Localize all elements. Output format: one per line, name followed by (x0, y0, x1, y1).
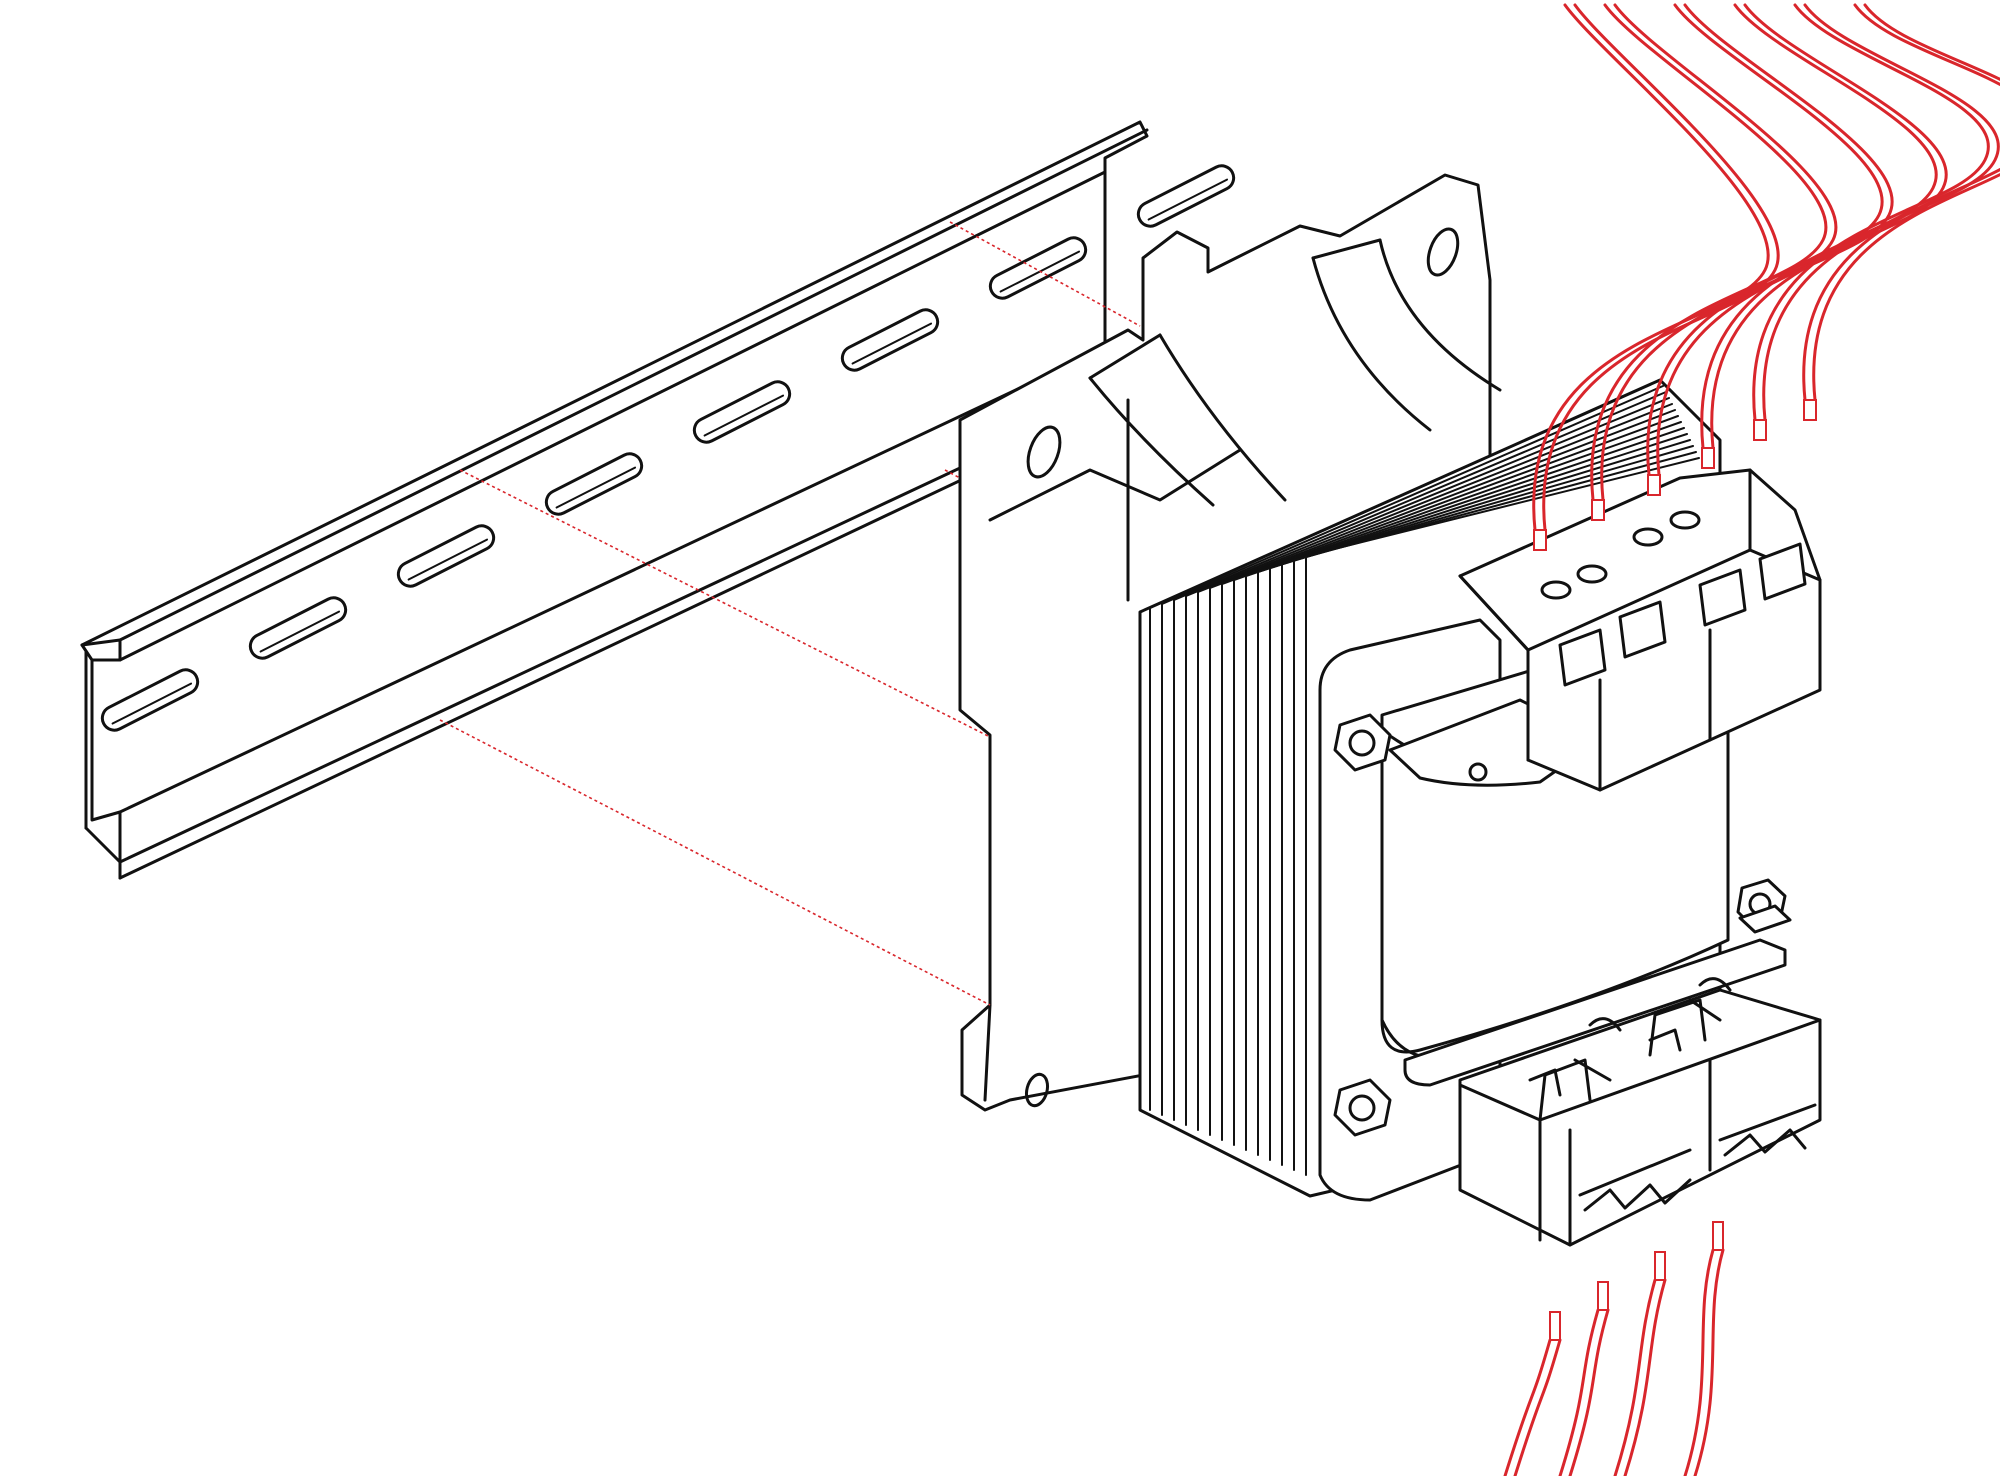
rail-slot-edge (259, 610, 341, 653)
rail-slot-edge (703, 394, 785, 437)
output-wire (1613, 1278, 1657, 1476)
wire-ferrule (1753, 419, 1767, 441)
bottom-clamp-bar (1403, 938, 1787, 1087)
wire-ferrule (1549, 1311, 1561, 1341)
lamination-plate (1221, 415, 1679, 1141)
din-rail (80, 120, 1149, 880)
terminal-screw (1540, 580, 1572, 600)
output-wire (1568, 1308, 1610, 1476)
input-wire (1542, 3, 1780, 532)
input-wire (1590, 3, 1828, 502)
bottom-terminal-block (1458, 977, 1822, 1247)
rail-slot (840, 308, 940, 372)
rail-slot-edge (407, 538, 489, 581)
rail-slot (988, 236, 1088, 300)
wire-entry (1758, 542, 1807, 601)
bottom-wires (1503, 1221, 1725, 1476)
terminal-screw (1576, 564, 1608, 584)
rail-slot-edge (851, 322, 933, 365)
wire-ferrule (1701, 447, 1715, 469)
alignment-guides (439, 221, 1141, 1006)
lamination-plate (1149, 379, 1661, 1111)
wire-entry (1698, 568, 1747, 627)
mount-hole-bottom-left (1024, 1072, 1050, 1108)
input-wire (1802, 3, 2000, 402)
lamination-plate (1209, 409, 1676, 1136)
bolt-top-left (1333, 713, 1392, 772)
input-wire (1812, 3, 2000, 402)
wire-entry (1558, 628, 1607, 687)
wire-ferrule (1597, 1281, 1609, 1311)
lamination-plate (1185, 397, 1670, 1126)
mount-hole-top-right (1426, 227, 1460, 277)
wire-ferrule (1712, 1221, 1724, 1251)
top-terminal-block (1458, 468, 1822, 792)
rail-slot (248, 596, 348, 660)
lamination-plate (1305, 457, 1700, 1176)
coil-assembly (1318, 617, 1792, 1202)
wire-ferrule (1803, 399, 1817, 421)
input-wire (1532, 3, 1770, 532)
rail-slot-edge (111, 682, 193, 725)
rail-slot (1136, 164, 1236, 228)
input-wire (1600, 3, 1838, 502)
output-wire (1683, 1248, 1715, 1476)
lamination-plate (1197, 403, 1673, 1131)
output-wire (1623, 1278, 1667, 1476)
output-wire (1693, 1248, 1725, 1476)
rail-slot (100, 668, 200, 732)
input-wire (1646, 3, 1884, 477)
rail-slot (692, 380, 792, 444)
wire-ferrule (1654, 1251, 1666, 1281)
terminal-screw (1669, 510, 1701, 530)
lamination-plate (1161, 385, 1664, 1116)
rail-slot-edge (555, 466, 637, 509)
wire-ferrule (1533, 529, 1547, 551)
input-wire (1752, 3, 1990, 422)
rail-slots (100, 164, 1236, 732)
output-wire (1558, 1308, 1600, 1476)
output-wire (1503, 1338, 1552, 1476)
input-wire (1700, 3, 1938, 450)
input-wire (1762, 3, 2000, 422)
rail-slot (396, 524, 496, 588)
rail-slot (544, 452, 644, 516)
top-wires (1532, 3, 2000, 551)
input-wire (1656, 3, 1894, 477)
wire-ferrule (1591, 499, 1605, 521)
terminal-screw (1632, 527, 1664, 547)
lamination-plate (1233, 421, 1682, 1146)
bolt-bottom-left (1333, 1078, 1392, 1137)
output-wire (1513, 1338, 1562, 1476)
lamination-plate (1173, 391, 1667, 1121)
mount-hole-top-left (1026, 425, 1062, 479)
wire-entry (1618, 600, 1667, 659)
rail-slot-edge (1147, 178, 1229, 221)
wire-ferrule (1647, 474, 1661, 496)
